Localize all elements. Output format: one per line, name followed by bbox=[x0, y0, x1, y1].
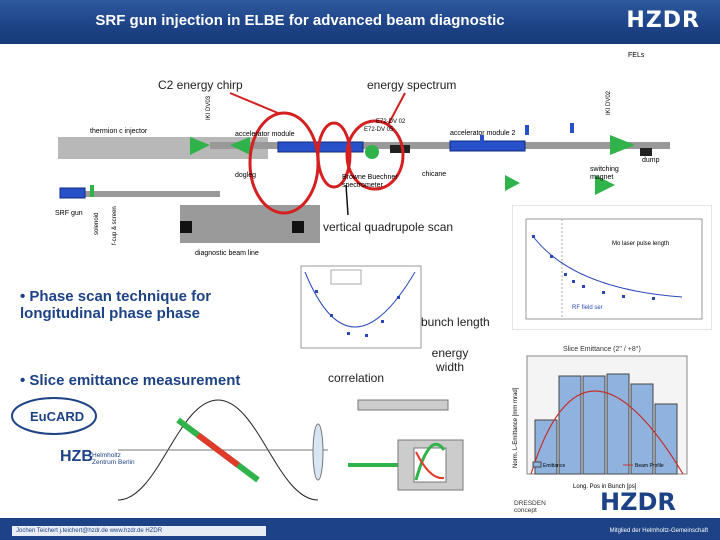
svg-text:Browne Buechner: Browne Buechner bbox=[342, 174, 398, 181]
svg-text:IKI DV02: IKI DV02 bbox=[606, 90, 612, 115]
svg-text:thermion c injector: thermion c injector bbox=[90, 128, 148, 135]
label-correlation: correlation bbox=[328, 371, 385, 385]
label-c2-energy-chirp: C2 energy chirp bbox=[158, 78, 243, 92]
srf-gun-cavity bbox=[59, 187, 86, 199]
svg-text:E72-DV 02: E72-DV 02 bbox=[376, 119, 406, 125]
beamline-main bbox=[210, 142, 670, 149]
svg-text:solenoid: solenoid bbox=[94, 213, 100, 235]
svg-text:chicane: chicane bbox=[422, 171, 446, 178]
phase-scan-chart: Mo laser pulse length RF field ser bbox=[512, 205, 712, 330]
svg-text:accelerator module: accelerator module bbox=[235, 131, 295, 138]
rf-field-label: RF field ser bbox=[572, 305, 603, 311]
red-circle-chirp bbox=[248, 111, 320, 215]
red-circle-quad bbox=[316, 121, 352, 189]
slice-emittance-chart: Slice Emittance (2" / +8°) Long. Pos in … bbox=[503, 338, 703, 498]
accelerator-module-2 bbox=[449, 140, 526, 152]
footer-contact: Jochen Teichert j.teichert@hzdr.de www.h… bbox=[12, 526, 266, 536]
bullet-slice-emittance: • Slice emittance measurement bbox=[20, 372, 241, 389]
diag-block-1 bbox=[180, 221, 192, 233]
hzb-logo: HZB bbox=[60, 448, 93, 465]
legend-beam-profile: Beam Profile bbox=[635, 463, 664, 469]
quad-3 bbox=[610, 135, 635, 155]
slice-ylabel: Norm. L-Emittance [mm mrad] bbox=[513, 387, 519, 468]
bar-5 bbox=[630, 383, 654, 475]
dump-block bbox=[640, 148, 652, 156]
quad-5 bbox=[505, 175, 520, 191]
hzb-logo-subtitle: Helmholtz Zentrum Berlin bbox=[92, 452, 135, 466]
svg-text:dogleg: dogleg bbox=[235, 172, 256, 179]
svg-text:FELs: FELs bbox=[628, 52, 645, 59]
svg-text:IKI DV03: IKI DV03 bbox=[206, 95, 212, 120]
phase-scan-legend: Mo laser pulse length bbox=[612, 241, 669, 247]
bar-4 bbox=[606, 373, 630, 475]
label-vertical-quadrupole-scan: vertical quadrupole scan bbox=[323, 220, 454, 234]
label-energy-width: energy width bbox=[431, 346, 469, 374]
dipole-green bbox=[365, 145, 379, 159]
bar-3 bbox=[582, 375, 606, 475]
slice-emittance-schematic bbox=[117, 399, 464, 501]
red-circle-spectrum bbox=[345, 119, 405, 191]
diag-block-2 bbox=[292, 221, 304, 233]
quad-1 bbox=[190, 137, 210, 155]
dipole-1 bbox=[390, 145, 410, 153]
svg-text:E72-DV 05: E72-DV 05 bbox=[364, 127, 394, 133]
svg-text:EuCARD: EuCARD bbox=[30, 409, 84, 424]
hzdr-bottom-logo: HZDR bbox=[600, 488, 676, 516]
slice-xlabel: Long. Pos in Bunch [ps] bbox=[573, 484, 637, 490]
bar-2 bbox=[558, 375, 582, 475]
label-energy-spectrum: energy spectrum bbox=[367, 78, 457, 92]
svg-text:f-cup & screen: f-cup & screen bbox=[112, 206, 118, 245]
svg-text:dump: dump bbox=[642, 157, 660, 164]
svg-text:switching: switching bbox=[590, 166, 619, 173]
eucard-logo: EuCARD bbox=[11, 397, 97, 435]
svg-text:spectrometer: spectrometer bbox=[342, 182, 384, 189]
slide-title: SRF gun injection in ELBE for advanced b… bbox=[95, 12, 505, 29]
svg-text:magnet: magnet bbox=[590, 174, 613, 181]
hzdr-logo: HZDR bbox=[626, 8, 700, 33]
legend-emittance: Emittance bbox=[543, 463, 565, 469]
footer-helmholtz: Mitglied der Helmholtz-Gemeinschaft bbox=[609, 528, 708, 534]
svg-text:SRF gun: SRF gun bbox=[55, 210, 83, 217]
slice-title: Slice Emittance (2" / +8°) bbox=[563, 345, 641, 353]
svg-text:diagnostic beam line: diagnostic beam line bbox=[195, 250, 259, 257]
svg-text:accelerator module 2: accelerator module 2 bbox=[450, 130, 515, 137]
bullet-phase-scan: • Phase scan technique for longitudinal … bbox=[20, 288, 212, 322]
header-bar bbox=[0, 0, 720, 44]
beamline-diagram: thermion c injector accelerator module a… bbox=[55, 52, 670, 257]
quad-2 bbox=[230, 137, 250, 155]
beamline-srf bbox=[60, 191, 220, 197]
bar-1 bbox=[534, 419, 558, 475]
quad-scan-chart bbox=[300, 265, 422, 349]
label-bunch-length: bunch length bbox=[421, 315, 490, 329]
dresden-concept-logo: DRESDEN concept bbox=[514, 500, 546, 514]
quad-4 bbox=[595, 175, 615, 195]
